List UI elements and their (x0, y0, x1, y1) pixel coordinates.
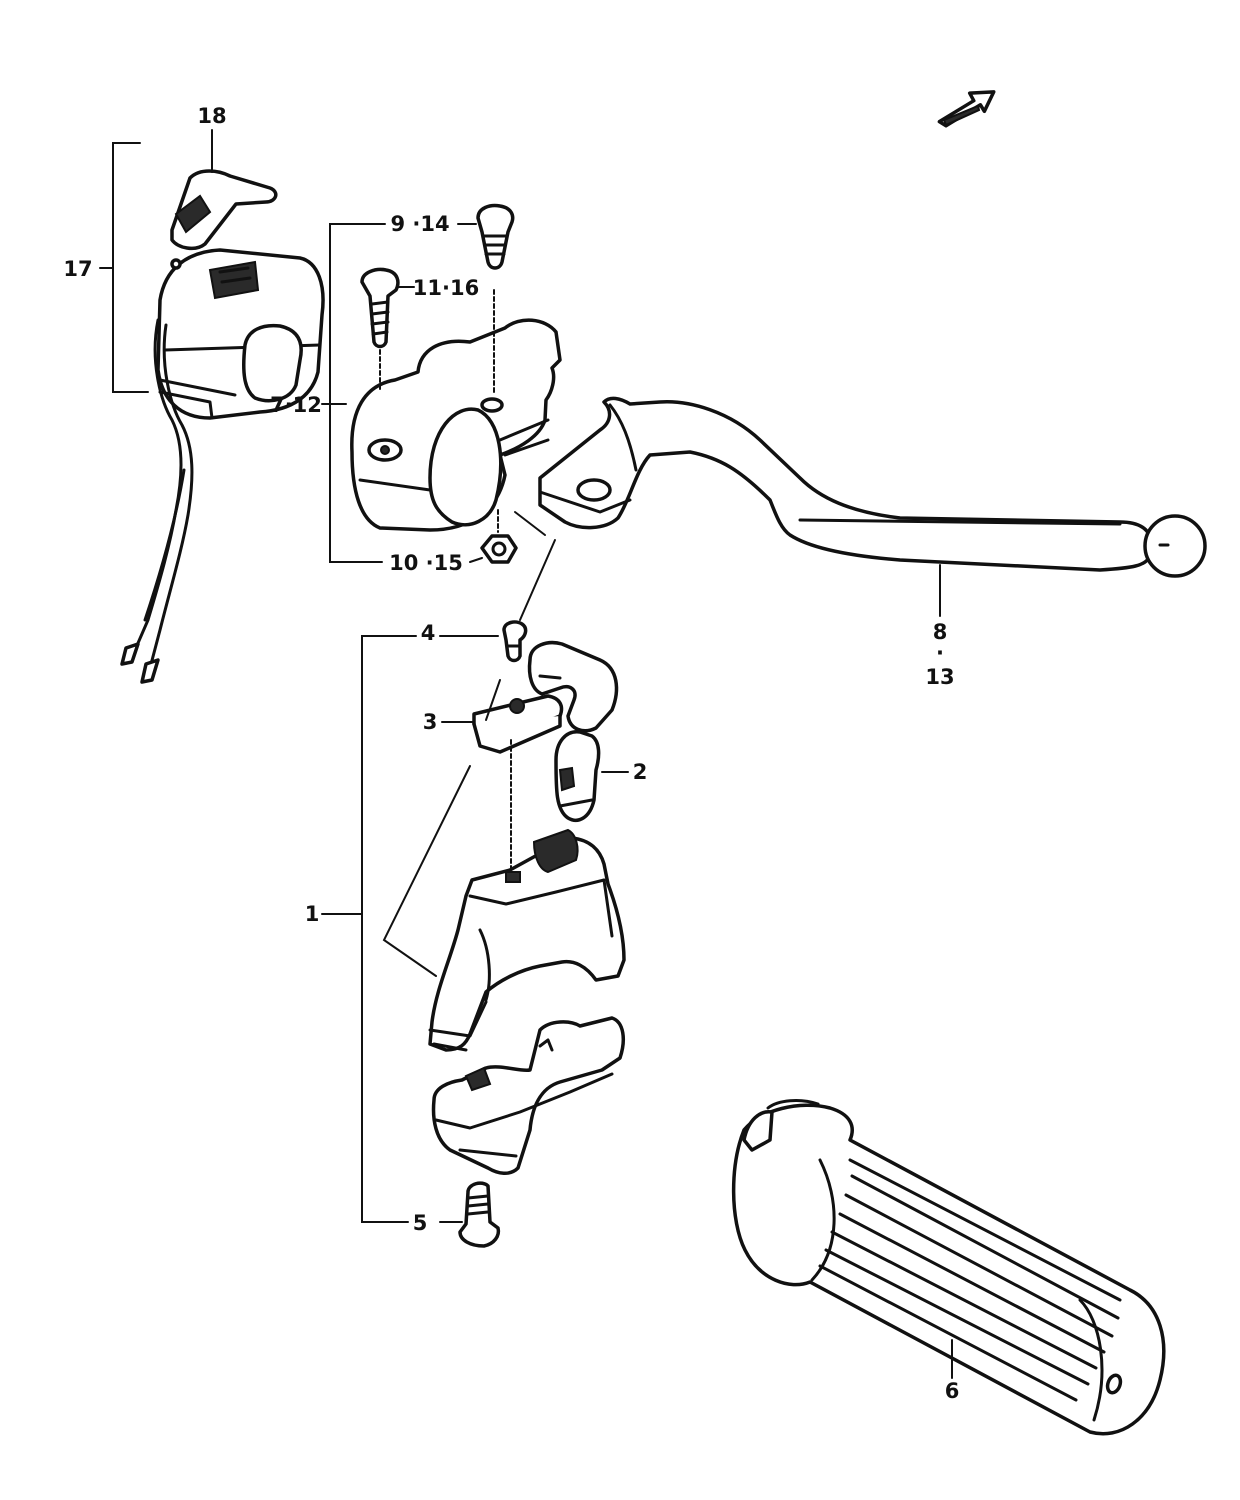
pivot-bolt (476, 203, 515, 393)
handlebar-grip (731, 1099, 1166, 1436)
leader-10-15 (469, 557, 483, 563)
callout-7-12: 7·12 (270, 393, 322, 417)
switch-knob (170, 169, 278, 251)
leader-screw-4 (519, 539, 556, 621)
callout-4: 4 (421, 621, 436, 645)
callout-17: 17 (63, 257, 92, 281)
bracket-9-10 (329, 223, 386, 563)
callout-8-dot: · (936, 641, 944, 665)
switch-housing (156, 248, 325, 420)
switch-clip (527, 640, 619, 733)
clutch-lever (538, 396, 1207, 617)
bracket-17 (112, 142, 149, 393)
bracket-1 (361, 635, 417, 1223)
front-arrow-mark (937, 90, 996, 128)
clutch-switch (554, 730, 629, 822)
switch-screw-small (502, 620, 528, 663)
switch-plate (382, 679, 564, 977)
switch-holder-body (428, 739, 626, 1052)
callout-9-14: 9 ·14 (390, 212, 449, 236)
leader-lever-link (514, 511, 546, 536)
lever-holder (350, 318, 562, 532)
callout-2: 2 (633, 760, 648, 784)
holder-screw (360, 267, 400, 393)
callout-5: 5 (413, 1211, 428, 1235)
callout-10-15: 10 ·15 (389, 551, 463, 575)
callout-1: 1 (305, 902, 320, 926)
callout-3: 3 (423, 710, 438, 734)
callout-11-16: 11·16 (413, 276, 479, 300)
pivot-nut (480, 509, 518, 564)
clamp-half (431, 1016, 626, 1175)
wire-harness (120, 258, 194, 684)
callout-8: 8 (933, 620, 948, 644)
callout-6: 6 (945, 1379, 960, 1403)
clamp-bolt (458, 1181, 501, 1248)
callout-13: 13 (925, 665, 954, 689)
callout-18: 18 (197, 104, 226, 128)
